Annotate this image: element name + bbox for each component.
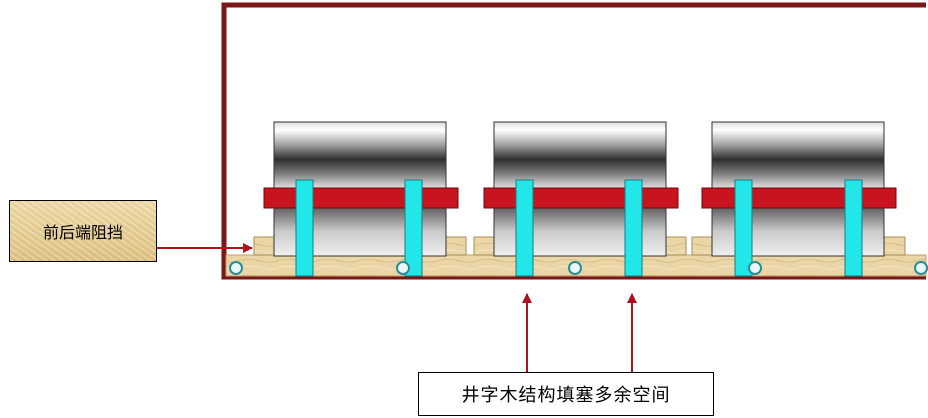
- anchor-ring: [748, 261, 762, 275]
- anchor-ring: [229, 261, 243, 275]
- clamp-bar: [701, 187, 897, 209]
- coil-body: [711, 121, 885, 191]
- steel-coil-2: [483, 121, 679, 277]
- label-front-back-block: 前后端阻挡: [9, 200, 157, 262]
- lashing-strap: [844, 179, 863, 277]
- end-block: [253, 236, 277, 256]
- steel-coil-3: [701, 121, 897, 277]
- lashing-strap: [515, 179, 534, 277]
- end-block: [663, 236, 687, 256]
- end-block: [473, 236, 497, 256]
- lashing-strap: [404, 179, 423, 277]
- steel-coil-1: [263, 121, 459, 277]
- label-crib-filler: 井字木结构填塞多余空间: [418, 372, 714, 416]
- anchor-rings: [229, 261, 928, 275]
- clamp-bar: [483, 187, 679, 209]
- container-outline: [221, 2, 926, 280]
- lashing-strap: [624, 179, 643, 277]
- anchor-ring: [396, 261, 410, 275]
- anchor-ring: [568, 261, 582, 275]
- end-block: [882, 236, 906, 256]
- lashing-strap: [295, 179, 314, 277]
- end-block: [443, 236, 467, 256]
- lashing-strap: [734, 179, 753, 277]
- coil-body: [493, 121, 667, 191]
- end-block: [691, 236, 715, 256]
- clamp-bar: [263, 187, 459, 209]
- anchor-ring: [914, 261, 928, 275]
